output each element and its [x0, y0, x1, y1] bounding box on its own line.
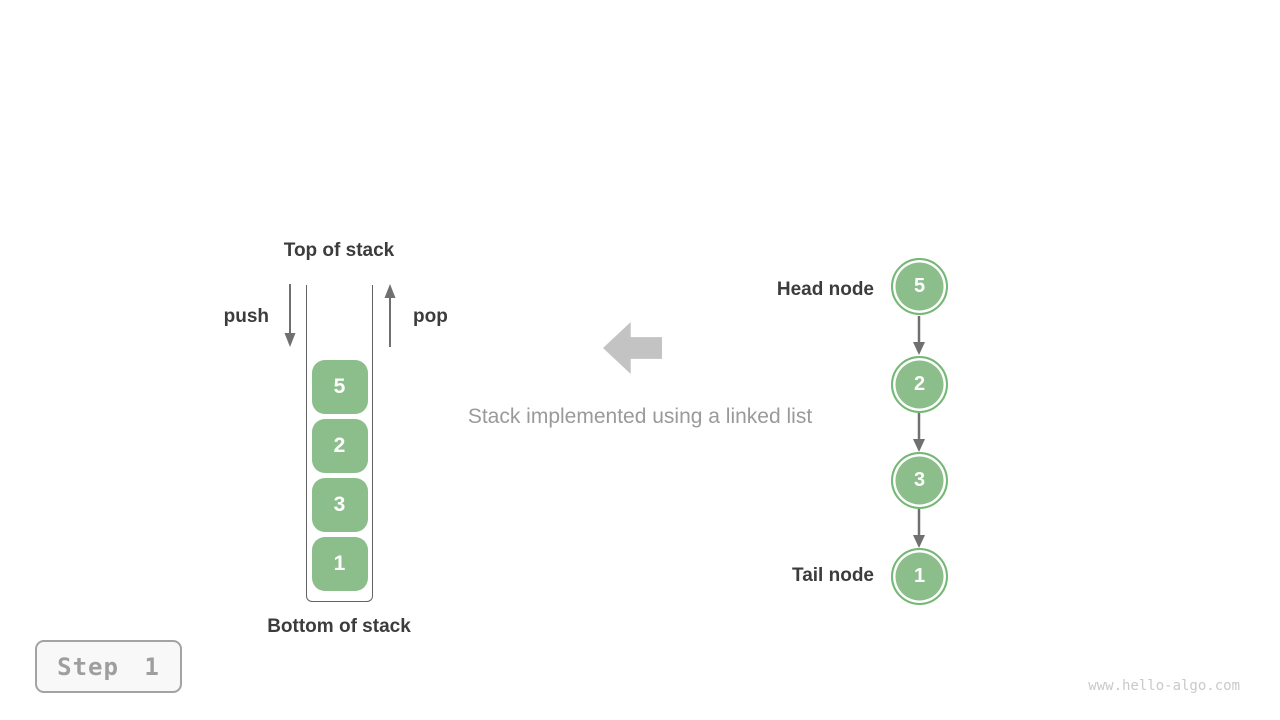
tail-node-label: Tail node [792, 565, 874, 586]
pop-up-arrow-icon [384, 284, 396, 347]
push-label: push [223, 306, 269, 327]
pop-label: pop [413, 306, 448, 327]
stack-container: 5 2 3 1 [306, 285, 373, 602]
stack-top-label: Top of stack [283, 240, 395, 261]
step-badge: Step 1 [35, 640, 182, 693]
linked-list-node: 3 [891, 452, 948, 509]
push-down-arrow-icon [284, 284, 296, 347]
caption-text: Stack implemented using a linked list [467, 405, 813, 428]
linked-list-node: 2 [891, 356, 948, 413]
stack-item: 1 [311, 537, 368, 591]
stack-item: 3 [311, 478, 368, 532]
linked-list-node: 5 [891, 258, 948, 315]
head-node-label: Head node [776, 279, 874, 300]
stack-item: 5 [311, 360, 368, 414]
link-arrow-icon [913, 413, 925, 452]
link-arrow-icon [913, 316, 925, 355]
big-left-arrow-icon [603, 322, 662, 374]
stack-bottom-label: Bottom of stack [267, 616, 411, 637]
linked-list-node: 1 [891, 548, 948, 605]
link-arrow-icon [913, 509, 925, 548]
stack-item: 2 [311, 419, 368, 473]
watermark-text: www.hello-algo.com [1088, 678, 1240, 694]
